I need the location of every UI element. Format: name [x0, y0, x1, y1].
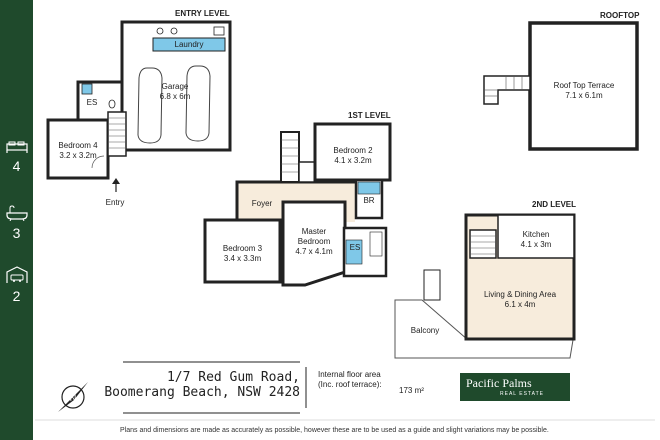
car-left — [137, 67, 163, 144]
bedroom2-label: Bedroom 2 4.1 x 3.2m — [316, 146, 390, 166]
garage-name: Garage — [161, 82, 189, 91]
floor-area-label2: (Inc. roof terrace): — [318, 380, 382, 389]
garage-size: 6.8 x 6m — [159, 92, 191, 101]
bed-icon — [5, 141, 28, 153]
bedroom2-size: 4.1 x 3.2m — [334, 156, 372, 165]
bedroom3-label: Bedroom 3 3.4 x 3.3m — [205, 244, 280, 264]
dryer-icon — [170, 27, 178, 35]
agency-name: Pacific Palms — [466, 376, 532, 390]
laundry-room — [152, 37, 226, 52]
laundry-label: Laundry — [174, 40, 204, 49]
master-name2: Bedroom — [297, 237, 331, 246]
bedroom4-room — [46, 118, 110, 180]
bedroom3-name: Bedroom 3 — [222, 244, 263, 253]
master-bedroom-label: Master Bedroom 4.7 x 4.1m — [283, 227, 345, 257]
disclaimer-text: Plans and dimensions are made as accurat… — [120, 427, 549, 434]
compass-letter: N — [70, 393, 77, 403]
living-name: Living & Dining Area — [483, 290, 557, 299]
washer-icon — [156, 27, 164, 35]
agency-sub: REAL ESTATE — [500, 391, 544, 397]
car-right — [185, 65, 211, 142]
car-icon — [5, 266, 28, 283]
parking-count: 2 — [12, 288, 21, 304]
property-address: 1/7 Red Gum Road, Boomerang Beach, NSW 2… — [100, 370, 300, 400]
compass-icon: N — [58, 382, 88, 412]
first-level-title: 1ST LEVEL — [348, 111, 391, 120]
foyer-label: Foyer — [251, 199, 273, 208]
bedroom3-room — [203, 218, 282, 284]
bathroom-count: 3 — [12, 225, 21, 241]
kitchen-name: Kitchen — [522, 230, 550, 239]
balcony-label: Balcony — [410, 326, 440, 335]
balcony-stairs — [423, 269, 441, 301]
vanity-master — [369, 231, 383, 257]
agency-logo: Pacific Palms REAL ESTATE — [460, 373, 570, 401]
first-level-plan — [203, 122, 392, 287]
shower-master — [345, 239, 363, 265]
bedroom-count: 4 — [12, 158, 21, 174]
master-name: Master — [301, 227, 327, 236]
living-dining-label: Living & Dining Area 6.1 x 4m — [468, 290, 572, 310]
bedroom3-size: 3.4 x 3.3m — [223, 254, 262, 263]
floor-area-value: 173 m² — [399, 386, 424, 395]
master-size: 4.7 x 4.1m — [295, 247, 333, 256]
entry-arrow-icon — [112, 178, 120, 184]
bedroom2-room — [313, 122, 392, 182]
ensuite-master-label: ES — [349, 243, 361, 252]
bathrooms-feature: 3 — [0, 205, 33, 241]
stairs-1st-a — [280, 131, 300, 183]
bath-icon — [5, 205, 28, 221]
second-level-plan — [394, 213, 576, 359]
floor-area-label: Internal floor area (Inc. roof terrace): — [318, 370, 382, 390]
floor-area-label1: Internal floor area — [318, 370, 381, 379]
kitchen-size: 4.1 x 3m — [520, 240, 552, 249]
garage-label: Garage 6.8 x 6m — [140, 82, 210, 102]
master-bedroom-room — [281, 200, 347, 287]
toilet-entry-icon — [108, 99, 116, 109]
roof-terrace-size: 7.1 x 6.1m — [565, 91, 603, 100]
parking-feature: 2 — [0, 266, 33, 304]
stairs-1st-b — [298, 161, 316, 183]
bedroom2-name: Bedroom 2 — [333, 146, 373, 155]
kitchen-label: Kitchen 4.1 x 3m — [500, 230, 572, 250]
second-level-title: 2ND LEVEL — [532, 200, 577, 209]
rooftop-title: ROOFTOP — [600, 11, 640, 20]
ensuite-entry-label: ES — [86, 98, 98, 107]
entry-label: Entry — [105, 198, 125, 207]
sink-icon — [213, 26, 225, 36]
bedroom4-name: Bedroom 4 — [58, 141, 98, 150]
shower-entry — [81, 83, 93, 95]
bedrooms-feature: 4 — [0, 140, 33, 174]
entry-stair-treads — [108, 117, 126, 149]
stairs-2nd — [469, 229, 497, 259]
entry-stairs — [107, 111, 127, 157]
living-size: 6.1 x 4m — [504, 300, 536, 309]
bedroom4-label: Bedroom 4 3.2 x 3.2m — [50, 141, 106, 161]
bedroom4-size: 3.2 x 3.2m — [59, 151, 97, 160]
bath-tub — [357, 181, 381, 195]
address-line1: 1/7 Red Gum Road, — [166, 370, 300, 385]
feature-sidebar — [0, 0, 33, 440]
entry-level-title: ENTRY LEVEL — [175, 9, 230, 18]
address-line2: Boomerang Beach, NSW 2428 — [104, 385, 300, 400]
rooftop-plan — [483, 21, 639, 151]
bathroom-label: BR — [363, 196, 375, 205]
kitchen-room — [497, 214, 575, 259]
entry-level-plan — [46, 20, 232, 192]
entry-door-swing — [91, 155, 105, 169]
roof-terrace-room — [528, 21, 639, 151]
roof-terrace-label: Roof Top Terrace 7.1 x 6.1m — [532, 81, 636, 101]
roof-terrace-name: Roof Top Terrace — [553, 81, 615, 90]
